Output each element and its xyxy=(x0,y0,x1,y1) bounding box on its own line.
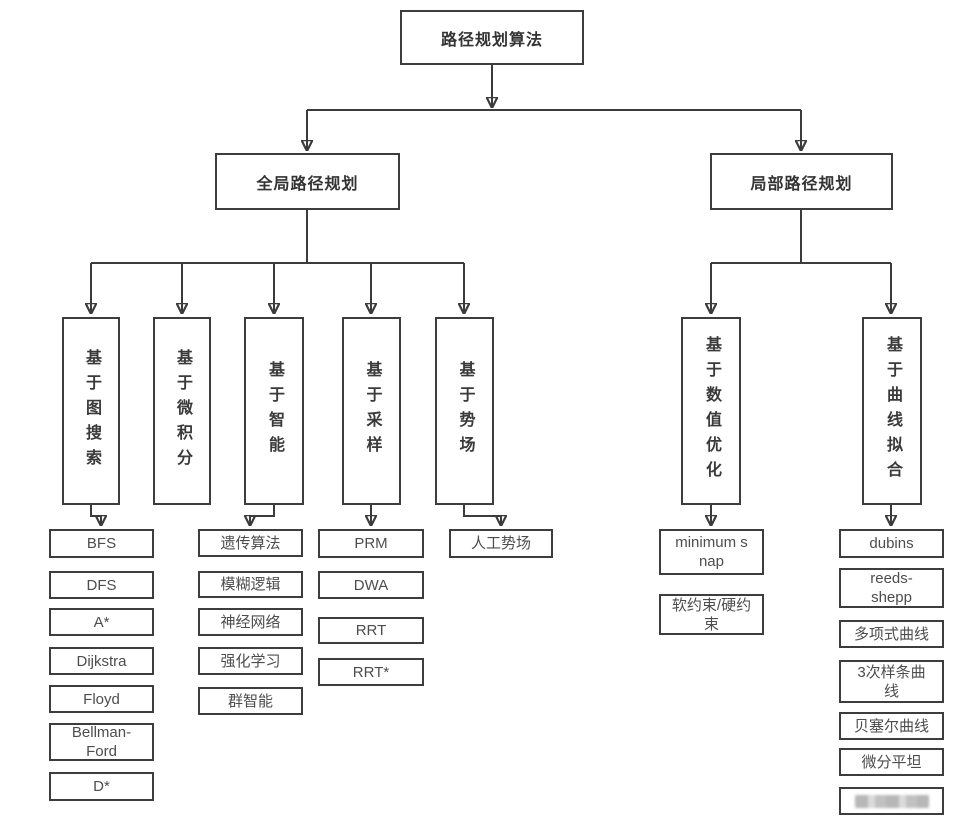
node-global-planning: 全局路径规划 xyxy=(215,153,400,210)
category-curve-fitting: 基于曲线拟合 xyxy=(862,317,922,505)
leaf-dijkstra: Dijkstra xyxy=(49,647,154,675)
category-graph-search-label: 基于图搜索 xyxy=(83,348,100,474)
category-calculus-label: 基于微积分 xyxy=(174,348,191,474)
leaf-cubic-spline-curve: 3次样条曲 线 xyxy=(839,660,944,703)
watermark-smudge xyxy=(854,794,929,808)
leaf-reeds-shepp: reeds- shepp xyxy=(839,568,944,608)
node-local-planning: 局部路径规划 xyxy=(710,153,893,210)
leaf-differential-flatness: 微分平坦 xyxy=(839,748,944,776)
leaf-bfs: BFS xyxy=(49,529,154,558)
leaf-rrt: RRT xyxy=(318,617,424,644)
category-numerical-optimization-label: 基于数值优化 xyxy=(703,336,720,486)
leaf-prm: PRM xyxy=(318,529,424,558)
leaf-floyd: Floyd xyxy=(49,685,154,713)
leaf-rrt-star: RRT* xyxy=(318,658,424,686)
leaf-dfs: DFS xyxy=(49,571,154,599)
leaf-swarm-intelligence: 群智能 xyxy=(198,687,303,715)
leaf-genetic-algorithm: 遗传算法 xyxy=(198,529,303,557)
category-numerical-optimization: 基于数值优化 xyxy=(681,317,741,505)
category-graph-search: 基于图搜索 xyxy=(62,317,120,505)
leaf-artificial-potential-field: 人工势场 xyxy=(449,529,553,558)
leaf-fuzzy-logic: 模糊逻辑 xyxy=(198,571,303,598)
leaf-dwa: DWA xyxy=(318,571,424,599)
leaf-d-star: D* xyxy=(49,772,154,801)
edge-graph-search-leaves xyxy=(90,505,101,525)
leaf-reinforcement-learning: 强化学习 xyxy=(198,647,303,675)
category-potential-field: 基于势场 xyxy=(435,317,494,505)
category-curve-fitting-label: 基于曲线拟合 xyxy=(884,336,901,486)
category-potential-field-label: 基于势场 xyxy=(456,361,474,461)
leaf-dubins: dubins xyxy=(839,529,944,558)
category-sampling: 基于采样 xyxy=(342,317,401,505)
leaf-minimum-snap: minimum s nap xyxy=(659,529,764,575)
edge-intelligent-leaves xyxy=(250,505,275,525)
category-intelligent-label: 基于智能 xyxy=(266,361,283,461)
node-root: 路径规划算法 xyxy=(400,10,584,65)
leaf-bellman-ford: Bellman- Ford xyxy=(49,723,154,761)
leaf-neural-network: 神经网络 xyxy=(198,608,303,636)
category-intelligent: 基于智能 xyxy=(244,317,304,505)
category-sampling-label: 基于采样 xyxy=(363,361,381,461)
leaf-bezier-curve: 贝塞尔曲线 xyxy=(839,712,944,740)
category-calculus: 基于微积分 xyxy=(153,317,211,505)
leaf-illegible-watermark xyxy=(839,787,944,815)
leaf-soft-hard-constraint: 软约束/硬约 束 xyxy=(659,594,764,635)
leaf-a-star: A* xyxy=(49,608,154,636)
leaf-polynomial-curve: 多项式曲线 xyxy=(839,620,944,648)
edge-potential-field-leaves xyxy=(463,505,501,525)
